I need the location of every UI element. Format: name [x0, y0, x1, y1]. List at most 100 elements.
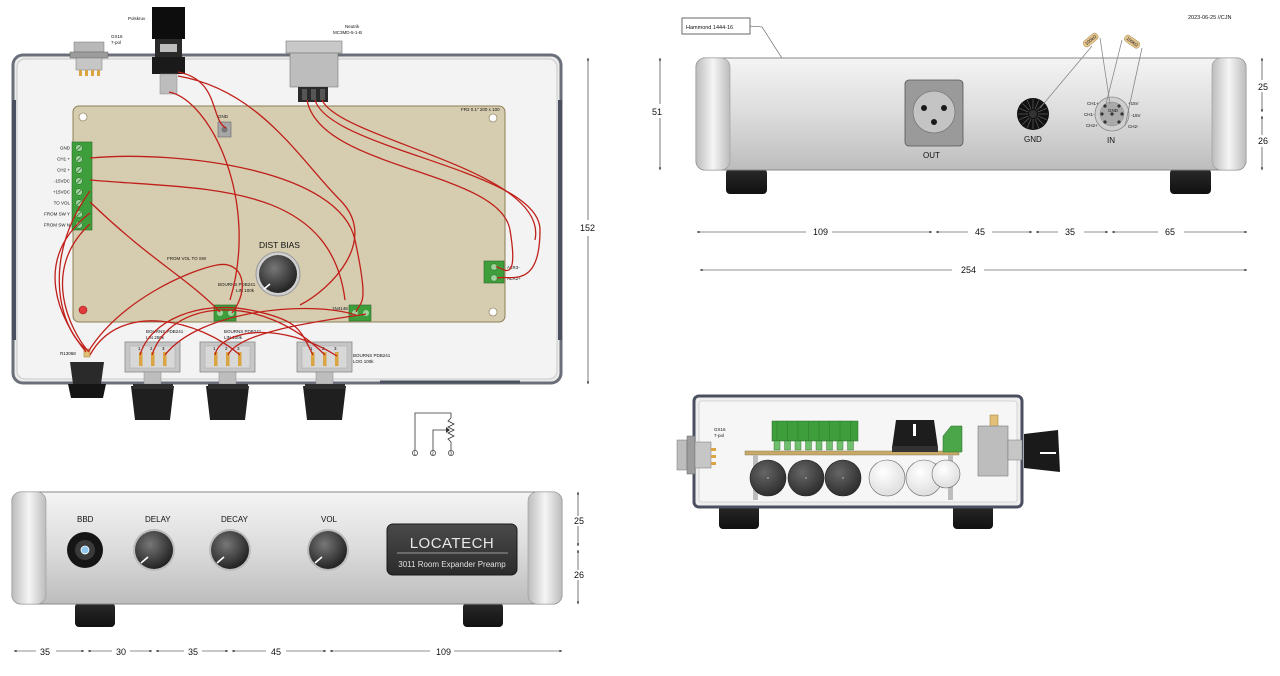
pot3-pin-1: 1 — [310, 346, 313, 351]
side-foot-left — [719, 503, 759, 529]
dim-height-label: 152 — [580, 223, 595, 233]
pot1-pin-2: 2 — [150, 346, 153, 351]
pot2-pin-2: 2 — [225, 346, 228, 351]
wiring — [54, 71, 541, 357]
front-foot-right — [463, 603, 503, 627]
left-terminal-label: FROM SW Y — [44, 212, 70, 217]
in-pin-ch1p: CH1+ — [1087, 101, 1099, 106]
rear-dim-1: 109 — [813, 227, 828, 237]
pot-3 — [296, 341, 353, 420]
pot1-pin-1: 1 — [138, 346, 141, 351]
front-foot-left — [75, 603, 115, 627]
pot-2 — [199, 341, 256, 420]
resistor-2-label: 100kΩ — [1125, 36, 1139, 48]
side-board — [744, 450, 960, 456]
rear-label-in: IN — [1107, 136, 1115, 145]
front-dim-3: 35 — [188, 647, 198, 657]
pot1-label-line2: LIN 250k — [146, 335, 165, 340]
rear-dim-left: 51 — [652, 107, 662, 117]
enclosure-model-label: Hammond 1444-16 — [686, 25, 733, 31]
gx16-top-label-1: GX16 — [111, 34, 123, 39]
gnd-pin-label: GND — [218, 114, 229, 119]
in-pin-p15v: +15V — [1128, 101, 1139, 106]
gx16-top-connector — [75, 57, 103, 71]
diode-label: 1N4148 — [332, 306, 348, 311]
side-terminal-pin — [815, 440, 823, 451]
rear-foot-right — [1170, 169, 1211, 194]
front-label-vol: VOL — [321, 515, 338, 524]
side-terminal-pin — [773, 440, 781, 451]
pot1-pin-3: 3 — [162, 346, 165, 351]
dist-bias-knob — [259, 255, 297, 293]
pot-schematic: 1 2 3 — [412, 412, 455, 456]
side-terminal-pin — [836, 440, 844, 451]
rear-foot-left — [726, 169, 767, 194]
side-pot-knob — [1024, 430, 1060, 472]
pot-1 — [124, 341, 181, 420]
side-view: GX16 7-pol — [676, 394, 1060, 529]
decay-knob — [211, 531, 249, 569]
left-terminal-label: CH2 + — [57, 168, 70, 173]
right-terminal-label-2: ALR2+ — [507, 276, 521, 281]
rear-dim-3: 35 — [1065, 227, 1075, 237]
pot3-label-line2: LOG 100k — [353, 359, 374, 364]
pot3-label-line1: BOURNS PDB241 — [353, 353, 391, 358]
brand-plate — [386, 523, 518, 576]
front-dim-4: 45 — [271, 647, 281, 657]
front-label-delay: DELAY — [145, 515, 171, 524]
side-terminal-pin — [794, 440, 802, 451]
from-vol-to-sw-label: FROM VOL TO SW — [167, 256, 207, 261]
small-pot-label-line2: LIN 100k — [236, 288, 255, 293]
front-dim-2: 30 — [116, 647, 126, 657]
side-cap-6 — [931, 459, 961, 489]
switch-bbd — [68, 384, 106, 398]
left-terminal-label: GND — [60, 146, 71, 151]
right-terminal-block: ALR3- ALR2+ — [483, 260, 521, 284]
side-terminal-pin — [847, 440, 854, 451]
gx16-side-label-1: GX16 — [714, 427, 726, 432]
schematic-pin-1: 1 — [414, 451, 417, 456]
pot3-pin-3: 3 — [334, 346, 337, 351]
rear-dim-right-1: 25 — [1258, 82, 1268, 92]
left-terminal-label: TO VOL — [54, 201, 71, 206]
front-view: BBD DELAY DECAY VOL LOCATECH 3011 Room E… — [11, 491, 584, 657]
front-dim-5: 109 — [436, 647, 451, 657]
left-terminal-label: CH1 + — [57, 157, 70, 162]
front-dim-1: 35 — [40, 647, 50, 657]
schematic-pin-2: 2 — [432, 451, 435, 456]
rear-view: Hammond 1444-16 OUT GND IN CH1+ +15V CH1… — [652, 17, 1268, 275]
left-terminal-label: FROM SW N — [44, 223, 70, 228]
side-terminal-pin — [784, 440, 791, 451]
pot1-label-line1: BOURNS PDB241 — [146, 329, 184, 334]
rear-panel — [695, 57, 1247, 171]
side-pot-body — [977, 425, 1009, 477]
right-terminal-label-1: ALR3- — [507, 265, 520, 270]
in-pin-gnd: GND — [1108, 108, 1119, 113]
product-name: 3011 Room Expander Preamp — [398, 560, 506, 569]
neutrik-label-1: Neutrik — [345, 24, 360, 29]
gx16-top-label-2: 7-pol — [111, 40, 121, 45]
small-pot-label-line1: BOURNS PDB241 — [218, 282, 256, 287]
resistor-2: 100kΩ — [1105, 34, 1143, 127]
terminal-block-small-1 — [213, 304, 237, 322]
board-label: FR2 0.1" 200 x 100 — [461, 107, 500, 112]
front-dim-right-2: 26 — [574, 570, 584, 580]
in-pin-m15v: -15V — [1131, 113, 1141, 118]
power-led — [78, 305, 88, 315]
neutrik-label-2: MC3MD-5-1-B — [333, 30, 362, 35]
brand-name: LOCATECH — [410, 535, 495, 552]
polskruv-post — [152, 7, 185, 39]
side-foot-right — [953, 503, 993, 529]
dist-bias-label: DIST BIAS — [259, 240, 300, 250]
date-label: 2023-06-25 //CJN — [1188, 15, 1231, 21]
neutrik-xlr-connector — [289, 52, 339, 88]
side-small-terminal — [942, 425, 963, 453]
left-terminal-label: +15VDC — [53, 190, 71, 195]
side-terminal-pin — [805, 440, 812, 451]
in-pin-ch1m: CH1- — [1084, 112, 1095, 117]
side-cap-4 — [868, 459, 906, 497]
rear-label-gnd: GND — [1024, 135, 1042, 144]
